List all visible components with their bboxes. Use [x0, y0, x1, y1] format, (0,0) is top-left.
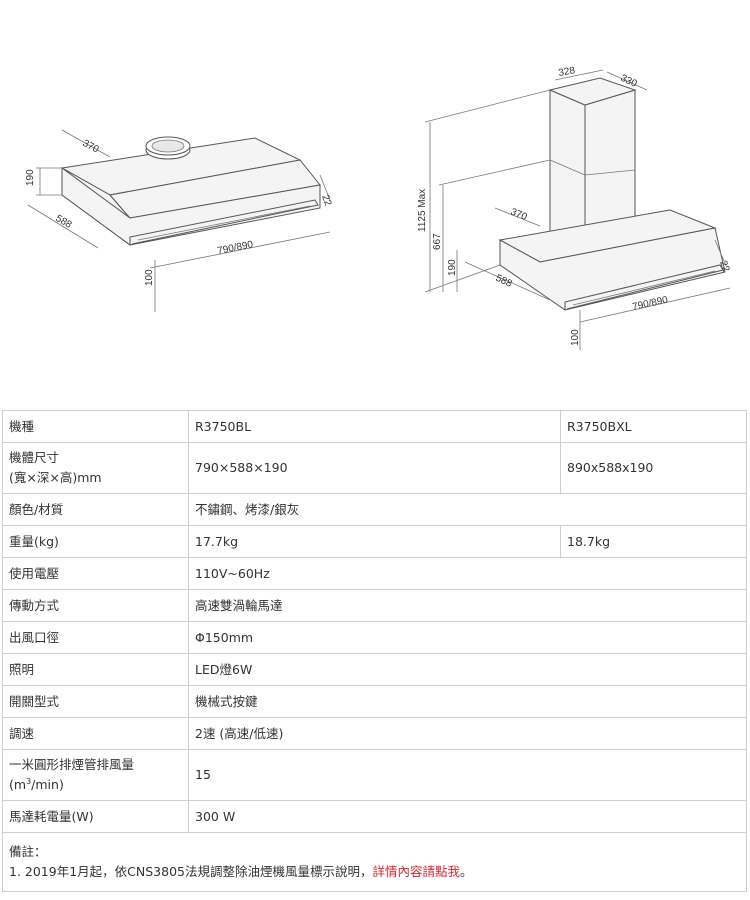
- spec-row-voltage: 使用電壓 110V~60Hz: [2, 557, 747, 590]
- spec-label: 傳動方式: [2, 589, 189, 622]
- spec-value: Φ150mm: [188, 621, 747, 654]
- spec-label: 出風口徑: [2, 621, 189, 654]
- spec-value: R3750BXL: [560, 410, 747, 443]
- product-diagrams: 190 370 588 790/890 22 100 328 330 1125 …: [0, 0, 750, 405]
- spec-label: 機種: [2, 410, 189, 443]
- notes-text: 1. 2019年1月起，依CNS3805法規調整除油煙機風量標示說明，詳情內容請…: [9, 864, 473, 879]
- dim-right-width: 790/890: [631, 295, 669, 313]
- spec-value: 790×588×190: [188, 442, 561, 494]
- spec-row-lighting: 照明 LED燈6W: [2, 653, 747, 686]
- spec-label: 一米圓形排煙管排風量 (m3/min): [2, 749, 189, 801]
- spec-value: LED燈6W: [188, 653, 747, 686]
- dim-right-edge: 22: [717, 259, 731, 274]
- spec-value: 高速雙渦輪馬達: [188, 589, 747, 622]
- spec-value: 300 W: [188, 800, 747, 833]
- spec-label: 顏色/材質: [2, 493, 189, 526]
- spec-row-drive: 傳動方式 高速雙渦輪馬達: [2, 589, 747, 622]
- spec-value: 15: [188, 749, 747, 801]
- spec-row-material: 顏色/材質 不鏽鋼、烤漆/銀灰: [2, 493, 747, 526]
- hood-diagram-flat: 190 370 588 790/890 22 100: [25, 129, 333, 312]
- spec-value: 110V~60Hz: [188, 557, 747, 590]
- dim-right-chimney-w: 328: [558, 65, 577, 79]
- spec-label: 開關型式: [2, 685, 189, 718]
- spec-value: 2速 (高速/低速): [188, 717, 747, 750]
- notes-title: 備註：: [9, 844, 47, 859]
- dim-left-depth: 588: [54, 213, 74, 231]
- spec-row-size: 機體尺寸 (寬×深×高)mm 790×588×190 890x588x190: [2, 442, 747, 494]
- spec-row-airflow: 一米圓形排煙管排風量 (m3/min) 15: [2, 749, 747, 801]
- spec-row-switch: 開關型式 機械式按鍵: [2, 685, 747, 718]
- spec-label: 馬達耗電量(W): [2, 800, 189, 833]
- spec-label: 照明: [2, 653, 189, 686]
- dim-left-height: 190: [25, 169, 36, 186]
- notes-cell: 備註： 1. 2019年1月起，依CNS3805法規調整除油煙機風量標示說明，詳…: [2, 832, 747, 892]
- hood-diagram-chimney: 328 330 1125 Max 667 190 370 588 790/890…: [417, 65, 731, 350]
- dim-left-bottom: 100: [144, 269, 155, 286]
- spec-table: 機種 R3750BL R3750BXL 機體尺寸 (寬×深×高)mm 790×5…: [2, 410, 747, 892]
- spec-value: 機械式按鍵: [188, 685, 747, 718]
- spec-row-weight: 重量(kg) 17.7kg 18.7kg: [2, 525, 747, 558]
- spec-row-model: 機種 R3750BL R3750BXL: [2, 410, 747, 443]
- spec-row-notes: 備註： 1. 2019年1月起，依CNS3805法規調整除油煙機風量標示說明，詳…: [2, 832, 747, 892]
- spec-value: 890x588x190: [560, 442, 747, 494]
- spec-row-outlet: 出風口徑 Φ150mm: [2, 621, 747, 654]
- spec-label: 重量(kg): [2, 525, 189, 558]
- dim-right-height: 190: [447, 259, 458, 276]
- notes-details-link[interactable]: 詳情內容請點我: [372, 864, 461, 879]
- dim-right-min-height: 667: [432, 233, 443, 250]
- spec-value: 不鏽鋼、烤漆/銀灰: [188, 493, 747, 526]
- dim-left-rear: 370: [81, 138, 101, 156]
- spec-value: 17.7kg: [188, 525, 561, 558]
- hood-handle: [129, 199, 319, 245]
- chimney-top: [548, 77, 637, 106]
- dim-right-depth: 588: [494, 273, 514, 290]
- spec-label: 機體尺寸 (寬×深×高)mm: [2, 442, 189, 494]
- spec-row-speed: 調速 2速 (高速/低速): [2, 717, 747, 750]
- spec-label: 使用電壓: [2, 557, 189, 590]
- dim-left-width: 790/890: [216, 239, 254, 257]
- dim-left-edge: 22: [319, 193, 333, 208]
- spec-value: 18.7kg: [560, 525, 747, 558]
- spec-label: 調速: [2, 717, 189, 750]
- dim-right-bottom: 100: [570, 329, 581, 346]
- spec-value: R3750BL: [188, 410, 561, 443]
- hood-handle-r: [564, 264, 724, 310]
- dim-right-max-height: 1125 Max: [417, 189, 428, 232]
- spec-row-power: 馬達耗電量(W) 300 W: [2, 800, 747, 833]
